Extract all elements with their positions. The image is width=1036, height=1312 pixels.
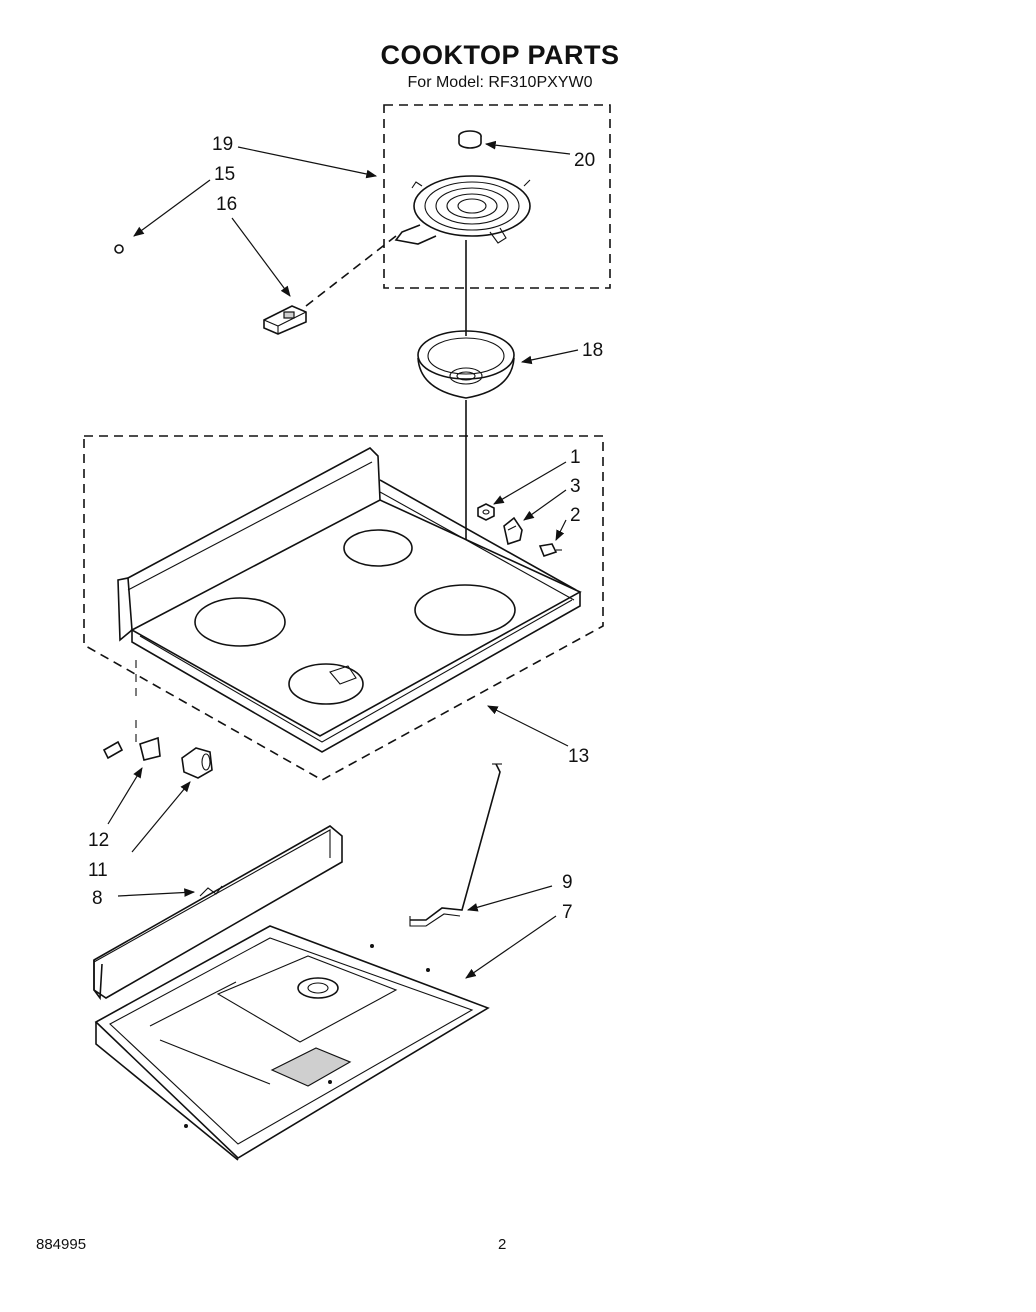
nut-part [477,503,495,521]
leader-9 [466,885,553,912]
leader-1 [493,461,567,505]
rail-part [93,825,343,1001]
spacer-part [181,747,213,779]
callout-2: 2 [570,505,581,526]
screw-part [114,244,124,254]
leader-19 [237,146,378,179]
callout-7: 7 [562,902,573,923]
element-wire-line [305,235,397,307]
leader-15 [133,179,211,237]
terminal-block-part [263,305,307,335]
leader-11 [131,781,191,853]
callout-3: 3 [570,476,581,497]
leader-18 [520,349,579,365]
leader-20 [484,140,571,155]
callout-13: 13 [568,746,589,767]
drip-bowl-part [417,330,515,399]
doc-number: 884995 [36,1236,87,1253]
element-cap-part [458,130,482,149]
cooktop-group-outline [83,435,604,781]
bracket-screw-part [538,543,562,557]
bottom-pan-part [94,925,490,1161]
leader-16 [231,217,291,297]
callout-1: 1 [570,447,581,468]
model-subtitle: For Model: RF310PXYW0 [407,74,593,91]
leader-12 [107,767,143,825]
callout-9: 9 [562,872,573,893]
cooktop-part [117,447,582,753]
callout-20: 20 [574,150,595,171]
leader-8 [117,888,196,897]
surface-element-group-box [383,104,611,289]
callout-8: 8 [92,888,103,909]
leader-7 [465,915,557,979]
surface-element-part [394,175,531,245]
callout-18: 18 [582,340,603,361]
leader-13 [487,705,569,747]
leader-2 [555,519,567,541]
callout-16: 16 [216,194,237,215]
bracket-part [503,516,523,546]
callout-19: 19 [212,134,233,155]
leader-3 [523,489,567,521]
rod-part [409,763,502,927]
callout-11: 11 [88,860,108,881]
hinge-bracket-part [102,660,161,761]
page-number: 2 [498,1236,507,1253]
page-title: COOKTOP PARTS [380,40,620,70]
callout-12: 12 [88,830,109,851]
callout-15: 15 [214,164,235,185]
